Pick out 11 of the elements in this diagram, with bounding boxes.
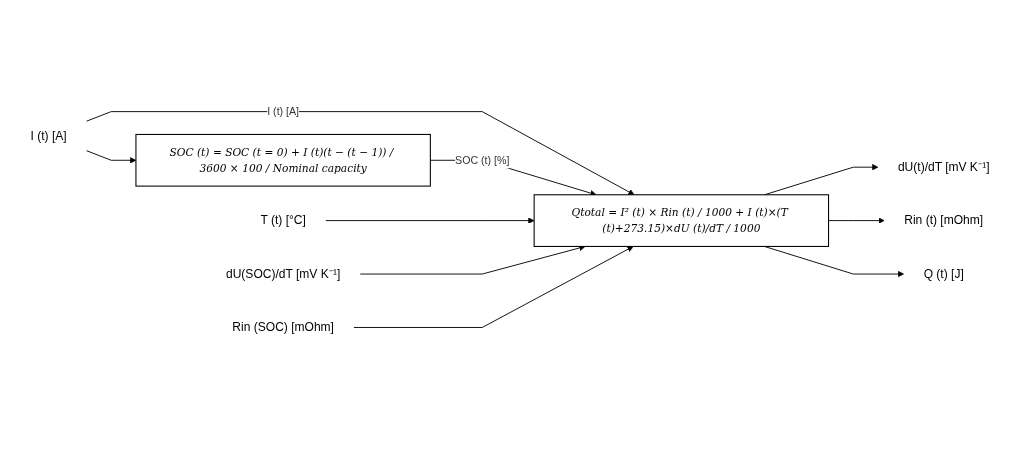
node-box: SOC (t) = SOC (t = 0) + I (t)(t − (t − 1)) / 3600 × 100 / Nominal capacity — [135, 133, 431, 187]
edge-label: I (t) [A] — [267, 105, 300, 118]
node-text: Rin (t) [mOhm] — [904, 213, 984, 228]
edge-label: SOC (t) [%] — [455, 153, 510, 166]
node-text: Rin (SOC) [mOhm] — [232, 320, 334, 334]
node-text: T (t) [°C] — [260, 213, 306, 228]
node-text: dU(SOC)/dT [mV K⁻¹] — [225, 267, 341, 281]
node-text: dU(t)/dT [mV K⁻¹] — [897, 160, 990, 174]
node-box: Qtotal = I² (t) × Rin (t) / 1000 + I (t)×(T (t)+273.15)×dU (t)/dT / 1000 — [533, 194, 830, 247]
node-text: Q (t) [J] — [923, 267, 964, 281]
node-text: I (t) [A] — [30, 129, 67, 143]
